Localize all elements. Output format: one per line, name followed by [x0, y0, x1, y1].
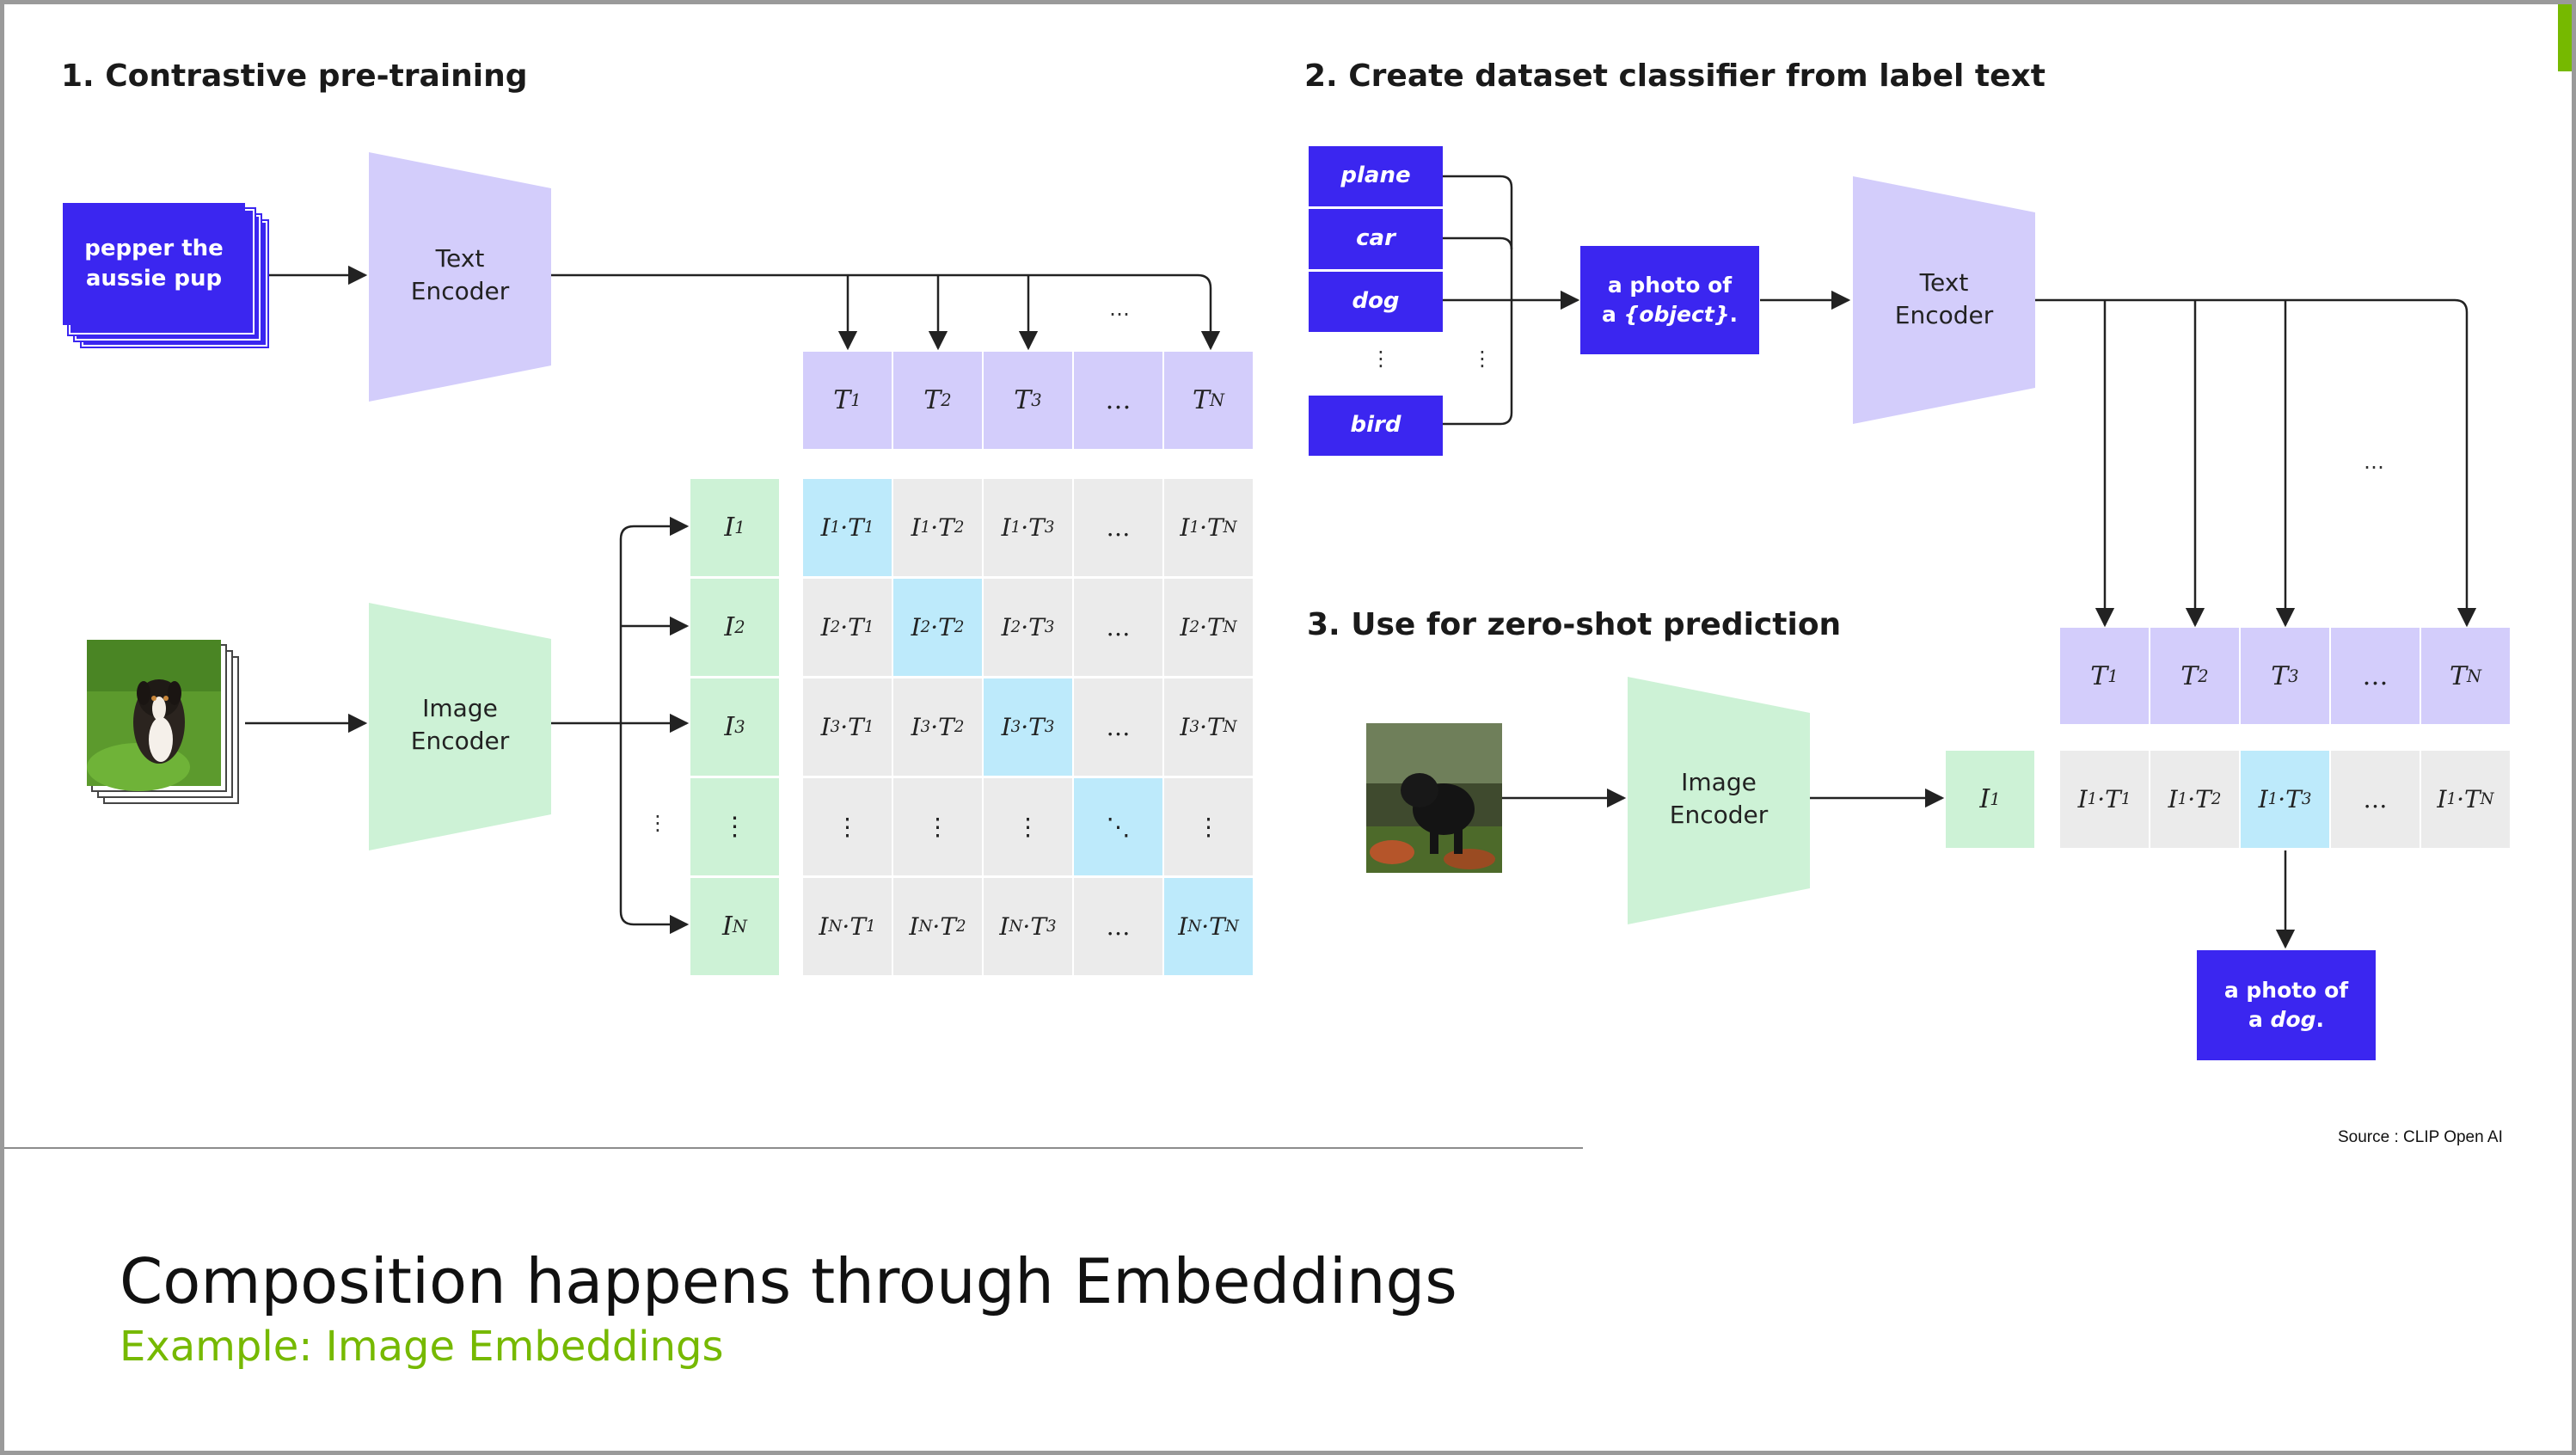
source-credit: Source : CLIP Open AI — [2338, 1128, 2503, 1146]
s3-product-cell: … — [2331, 751, 2420, 848]
text-encoder-shape — [369, 152, 551, 402]
label-plane: plane — [1309, 146, 1443, 206]
s3-t-cell-dots: … — [2331, 628, 2420, 724]
prediction-result-box: a photo of a dog. — [2197, 950, 2376, 1060]
prediction-line-1: a photo of — [2223, 978, 2349, 1004]
connector-lines — [245, 175, 2477, 949]
prompt-template-line-1: a photo of — [1607, 273, 1733, 298]
matrix-cell: ⋮ — [984, 778, 1072, 875]
s3-image-encoder-shape — [1628, 677, 1810, 924]
s1-i-cell-dots: ⋮ — [690, 778, 779, 875]
section-2-title: 2. Create dataset classifier from label … — [1304, 58, 2045, 94]
label-bird: bird — [1309, 396, 1443, 456]
s1-top-dots: … — [1109, 297, 1130, 321]
divider-line — [4, 1147, 1583, 1149]
matrix-cell: … — [1074, 479, 1162, 576]
section-1-title: 1. Contrastive pre-training — [61, 58, 528, 94]
matrix-cell-diagonal: ⋱ — [1074, 778, 1162, 875]
matrix-cell: ⋮ — [1164, 778, 1253, 875]
matrix-cell: ⋮ — [803, 778, 892, 875]
s2-right-dots: … — [2364, 450, 2384, 474]
label-dog: dog — [1309, 272, 1443, 332]
image-encoder-shape — [369, 603, 551, 850]
text-encoder-label: Text Encoder — [410, 244, 510, 305]
prediction-line-2: a dog. — [2248, 1007, 2325, 1032]
matrix-cell: … — [1074, 579, 1162, 676]
label-list-dots: ⋮ — [1371, 347, 1391, 371]
prompt-template-line-2: a {object}. — [1601, 302, 1739, 327]
s1-side-dots: ⋮ — [647, 811, 668, 835]
slide-title: Composition happens through Embeddings — [120, 1245, 1457, 1317]
matrix-cell: ⋮ — [893, 778, 982, 875]
section-3-title: 3. Use for zero-shot prediction — [1307, 607, 1842, 642]
label-connector-dots: ⋮ — [1472, 347, 1493, 371]
matrix-cell: … — [1074, 678, 1162, 776]
prompt-template-box: a photo of a {object}. — [1580, 246, 1759, 354]
s2-text-encoder-shape — [1853, 176, 2035, 424]
s2-text-encoder-label: Text Encoder — [1894, 268, 1994, 329]
text-input-card: pepper the aussie pup — [63, 203, 245, 325]
s1-t-cell-dots: … — [1074, 352, 1162, 449]
slide-subtitle: Example: Image Embeddings — [120, 1323, 724, 1371]
puppy-photo-stack — [87, 640, 239, 804]
label-car: car — [1309, 209, 1443, 269]
s3-image-encoder-label: Image Encoder — [1669, 768, 1769, 829]
accent-bar — [2558, 4, 2572, 71]
black-dog-photo — [1366, 723, 1502, 873]
image-encoder-label: Image Encoder — [410, 694, 510, 755]
matrix-cell: … — [1074, 878, 1162, 975]
